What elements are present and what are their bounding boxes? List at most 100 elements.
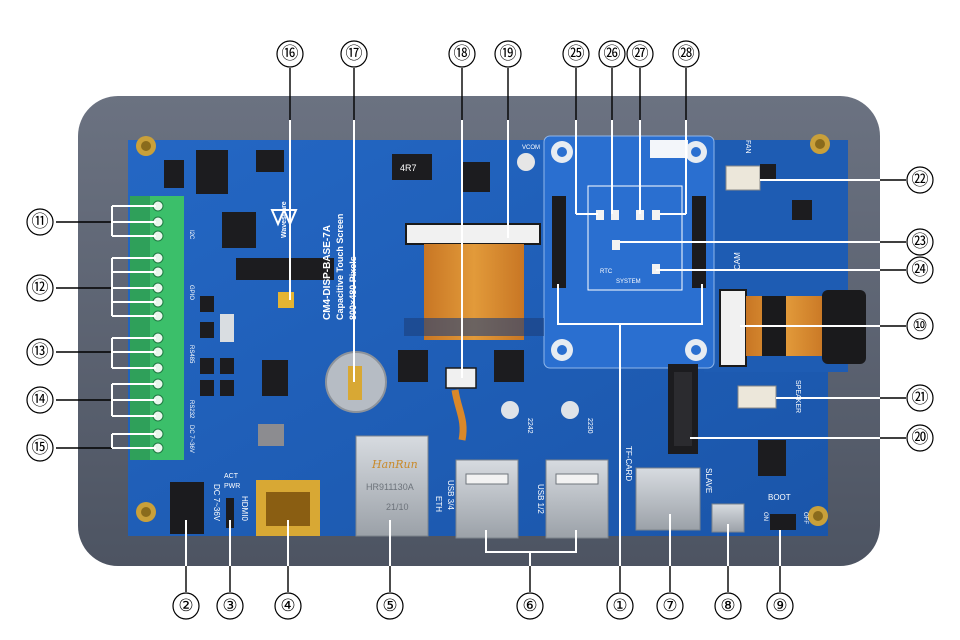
usb34-label: USB 3/4 <box>446 480 455 510</box>
fan-connector <box>725 165 761 191</box>
brand-label: Waveshare <box>281 201 288 238</box>
board-subtitle: Capacitive Touch Screen <box>335 214 345 320</box>
small-flex-cable <box>451 389 467 441</box>
ic-chip-5 <box>256 150 284 172</box>
i2c-label: I2C <box>188 230 194 240</box>
eth-label: ETH <box>434 496 443 512</box>
tf-card-slot <box>635 467 701 531</box>
callout-21: ㉑ <box>912 388 929 408</box>
callout-1: ① <box>612 596 627 616</box>
cm4-info-box <box>587 185 683 291</box>
usb-port-34-slot <box>465 473 509 485</box>
m2-slot-inner <box>674 372 692 446</box>
ic-chip-3 <box>222 212 256 248</box>
callout-3: ③ <box>222 596 237 616</box>
callout-25: ㉕ <box>568 44 585 64</box>
callout-12: ⑫ <box>32 278 49 298</box>
ic-top-mid <box>462 162 490 192</box>
system-label: SYSTEM <box>616 279 641 285</box>
terminal-block-rail <box>130 196 150 460</box>
ethernet-jack <box>355 435 429 537</box>
cam-label: CAM <box>733 252 742 270</box>
leader-lines <box>56 68 906 592</box>
callout-10: ⑩ <box>912 316 927 336</box>
ic-right <box>792 200 812 220</box>
header-strip <box>236 258 334 280</box>
audio-ic <box>758 440 786 476</box>
boot-switch <box>770 514 796 530</box>
gpio-label: GPIO <box>188 285 194 300</box>
callout-22: ㉒ <box>912 170 929 190</box>
rs232-label: RS232 <box>188 400 194 419</box>
callout-labels: ⑪ ⑫ ⑬ ⑭ ⑮ ⑯ ⑰ ⑱ ⑲ ㉕ ㉖ ㉗ ㉘ ㉒ ㉓ ㉔ ⑩ ㉑ <box>26 40 934 620</box>
n2242-label: 2242 <box>526 418 533 434</box>
rtc-label: RTC <box>600 269 613 275</box>
relay-block <box>220 314 234 342</box>
callout-7: ⑦ <box>662 596 677 616</box>
rtc-battery-clip <box>348 366 362 400</box>
callout-13: ⑬ <box>32 342 49 362</box>
ic-fan <box>760 164 776 180</box>
callout-27: ㉗ <box>632 44 649 64</box>
act-label: ACT <box>224 473 239 480</box>
eth-code: 21/10 <box>386 502 409 512</box>
callout-26: ㉖ <box>604 44 621 64</box>
ic-mid-2 <box>494 350 524 382</box>
callout-18: ⑱ <box>454 44 471 64</box>
ic-chip-4 <box>262 360 288 396</box>
spacer-2242 <box>501 401 519 419</box>
boot-label: BOOT <box>768 493 791 502</box>
display-fpc-connector <box>405 223 541 245</box>
camera-connector <box>719 289 747 367</box>
usb-port-12 <box>545 459 609 539</box>
usb12-label: USB 1/2 <box>536 484 545 514</box>
callout-6: ⑥ <box>522 596 537 616</box>
hdmi-label: HDMI0 <box>240 496 249 521</box>
usb-port-34 <box>455 459 519 539</box>
cm4-slot-area <box>543 135 715 369</box>
pwr-label: PWR <box>224 483 240 490</box>
dc-terminal-label: DC 7~36V <box>188 425 194 453</box>
vcom-trimmer <box>517 153 535 171</box>
speaker-connector <box>737 385 777 409</box>
waveshare-logo <box>270 207 298 227</box>
speaker-label: SPEAKER <box>794 380 801 413</box>
transistor-array <box>200 296 234 396</box>
cm4-connector-left <box>552 196 566 288</box>
eth-brand: HanRun <box>371 458 418 471</box>
callout-5: ⑤ <box>382 596 397 616</box>
ic-chip-1 <box>196 150 228 194</box>
callout-19: ⑲ <box>500 44 517 64</box>
callout-20: ⑳ <box>912 428 929 448</box>
fan-label: FAN <box>744 140 751 154</box>
rs485-label: RS485 <box>188 345 194 364</box>
on-label: ON <box>762 512 768 521</box>
yellow-jumper <box>278 292 294 308</box>
callout-23: ㉓ <box>912 232 929 252</box>
callout-8: ⑧ <box>720 596 735 616</box>
callout-4: ④ <box>280 596 295 616</box>
cm4-holes <box>551 141 707 361</box>
n2230-label: 2230 <box>586 418 593 434</box>
panel-gap <box>404 318 544 336</box>
ic-r47 <box>392 154 432 180</box>
dc-jack-label: DC 7~36V <box>212 484 221 522</box>
callout-24: ㉔ <box>912 260 929 280</box>
white-sticker <box>650 140 688 158</box>
board-title: CM4-DISP-BASE-7A <box>322 225 333 320</box>
off-label: OFF <box>802 512 808 524</box>
led-act <box>226 498 234 528</box>
callout-17: ⑰ <box>346 44 363 64</box>
callout-15: ⑮ <box>32 438 49 458</box>
r47-label: 4R7 <box>400 163 417 173</box>
mounting-screws <box>136 134 830 526</box>
callout-2: ② <box>178 596 193 616</box>
tf-card-label: TF-CARD <box>624 446 633 481</box>
usb-port-12-slot <box>555 473 599 485</box>
slave-label: SLAVE <box>704 468 713 493</box>
callout-9: ⑨ <box>772 596 787 616</box>
callout-11: ⑪ <box>32 212 49 232</box>
callout-14: ⑭ <box>32 390 49 410</box>
eth-part: HR911130A <box>366 482 414 492</box>
